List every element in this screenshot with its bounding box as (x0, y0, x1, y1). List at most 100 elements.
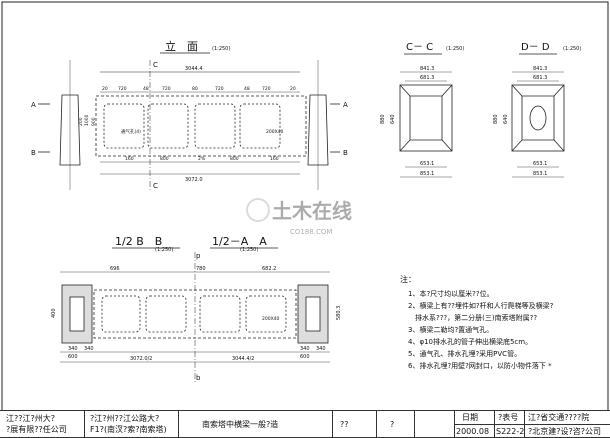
note-4: 4、φ10排水孔的管子伸出横梁底5cm。 (408, 337, 532, 346)
watermark: 土木在线 CO188.COM (246, 198, 352, 236)
elev-dim-4: 80 (192, 86, 198, 92)
elev-dim-0: 20 (102, 86, 108, 92)
elev-dim-3: 720 (162, 86, 171, 92)
elev-vert-0: 900 (91, 117, 97, 126)
note-3: 3、横梁二勒均?置通气孔。 (408, 325, 493, 334)
elev-total-dim: 3044.4 (185, 66, 203, 72)
title-block: 江??江?州大? ?展有限??任公司 ?江?州??江公路大? F1?(南汊?索?… (0, 410, 610, 438)
elev-vert-1: 1000 (84, 114, 90, 126)
cc-w1: 841.3 (420, 66, 434, 72)
date-value: 2000.08 (456, 427, 490, 436)
plan-bl-0: 340 (68, 346, 78, 352)
elevation-scale: (1:250) (212, 46, 230, 52)
plan-dim-1: 780 (196, 266, 206, 272)
drawing-title: 南索塔中横梁一般?造 (202, 420, 279, 429)
side-b-left: B (31, 149, 36, 157)
sheet-label: ?表号 (498, 413, 519, 422)
elev-bdim-3: 800 (230, 156, 239, 162)
elev-bdim-2: 2% (198, 156, 206, 162)
notes-block: 注： 1、本?尺寸均以厘米??位。 2、横梁上有??埋件如?杆和人行爬梯等及横梁… (400, 274, 554, 370)
plan-left-vert: 400 (51, 308, 57, 318)
dd-w1: 841.3 (533, 66, 547, 72)
cc-bw1: 653.1 (420, 161, 434, 167)
plan-bl-2: 340 (84, 346, 94, 352)
cc-bw2: 853.1 (420, 171, 434, 177)
elev-bdim-4: 160 (270, 156, 279, 162)
watermark-site: CO188.COM (290, 228, 332, 236)
plan-dim-2: 682.2 (262, 266, 276, 272)
dd-bw1: 653.1 (533, 161, 547, 167)
tb-blank-2: ? (390, 420, 395, 429)
project-line1: ?江?州??江公路大? (90, 414, 160, 423)
section-dd-title: D－ D (521, 42, 550, 53)
cc-h: 880 (380, 114, 386, 124)
cc-outer (399, 84, 453, 152)
elev-vent-label: 通气孔(4) (121, 128, 141, 135)
section-mark-c-top: C (153, 61, 158, 69)
side-a-right: A (343, 101, 348, 109)
dd-h: 880 (493, 114, 499, 124)
dd-h2: 640 (503, 114, 509, 124)
elev-dim-8: 20 (290, 86, 296, 92)
plan-a-scale: (1:250) (240, 247, 258, 253)
note-2b: 排水系???，第二分册(三)南索塔附属?? (408, 313, 537, 322)
side-b-right: B (343, 149, 348, 157)
elev-tower-right (307, 94, 329, 166)
section-cc-title: C－ C (406, 42, 433, 53)
section-dd-view: D－ D (1:250) 841.3 681.3 880 640 653.1 8… (493, 42, 581, 178)
cc-h2: 640 (390, 114, 396, 124)
watermark-brand: 土木在线 (272, 199, 352, 223)
cc-w2: 681.3 (420, 75, 434, 81)
note-2: 2、横梁上有??埋件如?杆和人行爬梯等及横梁? (408, 301, 554, 310)
note-5: 5、通气孔、排水孔埋?采用PVC管。 (408, 349, 521, 358)
elev-beam-body (95, 95, 307, 157)
elev-dim-5: 720 (215, 86, 224, 92)
plan-b-title: 1/2 B B (115, 235, 162, 248)
notes-heading: 注： (400, 274, 416, 284)
note-6: 6、排水孔埋?用壁?网封口，以防小物件落下 * (408, 361, 552, 370)
plan-marker-top: p (196, 252, 201, 260)
sheet-value: S222-2 (496, 427, 525, 436)
elev-dim-6: 48 (244, 86, 250, 92)
dd-outer (511, 84, 565, 152)
side-a-left: A (31, 101, 36, 109)
dd-bw2: 853.1 (533, 171, 547, 177)
elev-bottom-total: 3072.0 (185, 177, 203, 183)
plan-b-scale: (1:250) (155, 247, 173, 253)
owner-line1: 江??江?州大? (6, 414, 55, 423)
plan-bottom-total-right: 3044.4/2 (232, 356, 254, 362)
section-cc-view: C－ C (1:250) 841.3 681.3 880 640 653.1 8… (380, 42, 464, 178)
elev-bdim-0: 160 (125, 156, 134, 162)
plan-view: 1/2 B B (1:250) 1/2－A A (1:250) p b 696 … (51, 235, 342, 382)
plan-br-0: 340 (300, 346, 310, 352)
dd-inner (521, 95, 555, 141)
project-line2: F1?(南汊?索?南索塔) (90, 425, 167, 434)
elev-dim-2: 48 (143, 86, 149, 92)
plan-bottom-total-left: 3072.0/2 (130, 356, 152, 362)
plan-right-label: 200X40 (262, 316, 280, 322)
tb-blank-1: ?? (340, 420, 349, 429)
designer-line1: 江?省交通????院 (528, 413, 590, 422)
elev-tower-left (59, 94, 81, 166)
plan-bl-1: 600 (68, 354, 78, 360)
dd-w2: 681.3 (533, 75, 547, 81)
plan-dim-0: 696 (110, 266, 120, 272)
date-label: 日期 (462, 413, 478, 422)
elev-dim-7: 720 (262, 86, 271, 92)
owner-line2: ?展有限??任公司 (6, 425, 67, 434)
plan-right-vert: 580.3 (336, 306, 342, 320)
elev-dim-1: 720 (118, 86, 127, 92)
section-dd-scale: (1:250) (563, 46, 581, 52)
plan-br-2: 340 (316, 346, 326, 352)
section-cc-scale: (1:250) (446, 46, 464, 52)
note-1: 1、本?尺寸均以厘米??位。 (408, 289, 494, 298)
plan-marker-bottom: b (196, 374, 201, 382)
elev-bdim-1: 800 (160, 156, 169, 162)
plan-br-1: 600 (300, 354, 310, 360)
designer-line2: ?北京建?设?咨?公司 (528, 427, 601, 436)
elev-vert-2: 200 (78, 117, 84, 126)
cc-inner (409, 95, 443, 141)
plan-beam (93, 289, 297, 339)
